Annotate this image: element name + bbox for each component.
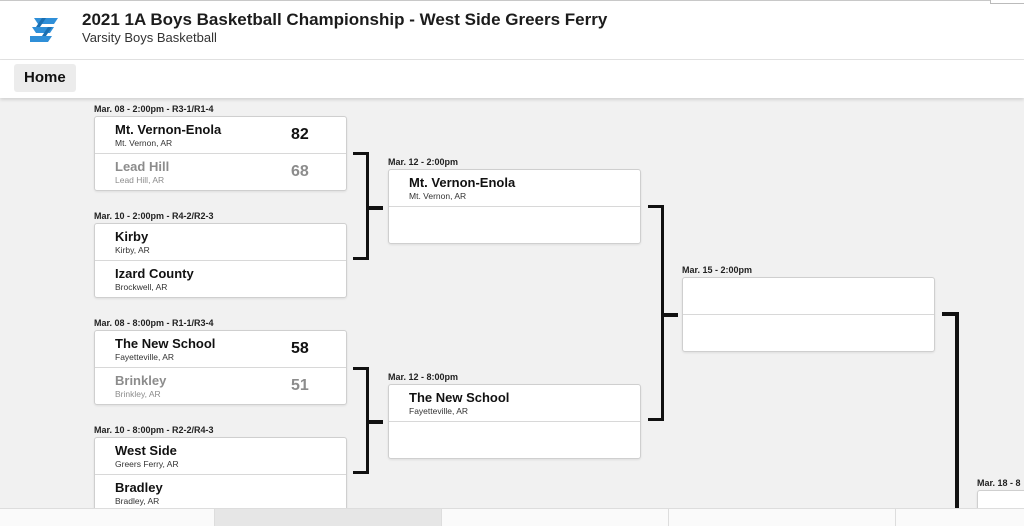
game-label: Mar. 10 - 2:00pm - R4-2/R2-3 — [94, 211, 214, 221]
team-location: Fayetteville, AR — [409, 406, 469, 416]
team-location: Mt. Vernon, AR — [409, 191, 467, 201]
team-name: The New School — [409, 390, 510, 405]
team-slot-bottom[interactable] — [389, 422, 640, 459]
game-label: Mar. 18 - 8 — [977, 478, 1021, 488]
footer-segment[interactable] — [442, 509, 669, 526]
team-slot-bottom[interactable]: Bradley Bradley, AR — [95, 475, 346, 512]
team-name: Mt. Vernon-Enola — [409, 175, 516, 190]
footer-segment[interactable] — [896, 509, 1024, 526]
footer-bar — [0, 508, 1024, 526]
footer-segment[interactable] — [669, 509, 896, 526]
team-slot-bottom[interactable] — [683, 315, 934, 352]
team-slot-top[interactable]: The New School Fayetteville, AR 58 — [95, 331, 346, 368]
matchup-card[interactable]: The New School Fayetteville, AR — [388, 384, 641, 459]
team-slot-top[interactable]: Mt. Vernon-Enola Mt. Vernon, AR 82 — [95, 117, 346, 154]
nav-bar: Home — [0, 60, 1024, 98]
team-location: Lead Hill, AR — [115, 175, 165, 185]
team-slot-top[interactable]: The New School Fayetteville, AR — [389, 385, 640, 422]
team-name: Izard County — [115, 266, 194, 281]
team-name: Mt. Vernon-Enola — [115, 122, 222, 137]
bracket-connector — [955, 312, 959, 508]
bracket-connector — [648, 205, 664, 421]
team-slot-bottom[interactable]: Lead Hill Lead Hill, AR 68 — [95, 154, 346, 191]
team-slot-bottom[interactable] — [389, 207, 640, 244]
game-label: Mar. 12 - 2:00pm — [388, 157, 459, 167]
bracket-connector-stub — [369, 420, 383, 424]
team-location: Mt. Vernon, AR — [115, 138, 173, 148]
page-subtitle: Varsity Boys Basketball — [82, 30, 217, 45]
team-slot-top[interactable]: Kirby Kirby, AR — [95, 224, 346, 261]
matchup-card[interactable]: Mt. Vernon-Enola Mt. Vernon, AR 82 Lead … — [94, 116, 347, 191]
team-location: Greers Ferry, AR — [115, 459, 179, 469]
app-header: 2021 1A Boys Basketball Championship - W… — [0, 0, 1024, 60]
game-label: Mar. 10 - 8:00pm - R2-2/R4-3 — [94, 425, 214, 435]
game-label: Mar. 08 - 8:00pm - R1-1/R3-4 — [94, 318, 214, 328]
team-name: Brinkley — [115, 373, 167, 388]
team-score: 58 — [291, 340, 309, 357]
bracket-connector-stub — [664, 313, 678, 317]
tab-home[interactable]: Home — [14, 64, 76, 92]
matchup-card[interactable] — [682, 277, 935, 352]
team-score: 51 — [291, 377, 309, 394]
bracket-connector-stub — [369, 206, 383, 210]
brand-logo-icon — [30, 18, 58, 42]
team-name: Lead Hill — [115, 159, 170, 174]
game-label: Mar. 08 - 2:00pm - R3-1/R1-4 — [94, 104, 214, 114]
game-label: Mar. 15 - 2:00pm — [682, 265, 753, 275]
team-name: Bradley — [115, 480, 163, 495]
team-slot-bottom[interactable]: Izard County Brockwell, AR — [95, 261, 346, 298]
team-score: 82 — [291, 126, 309, 143]
team-name: The New School — [115, 336, 216, 351]
game-label: Mar. 12 - 8:00pm — [388, 372, 459, 382]
team-location: Fayetteville, AR — [115, 352, 175, 362]
matchup-card[interactable]: Kirby Kirby, AR Izard County Brockwell, … — [94, 223, 347, 298]
team-score: 68 — [291, 163, 309, 180]
matchup-card[interactable]: Mt. Vernon-Enola Mt. Vernon, AR — [388, 169, 641, 244]
team-location: Kirby, AR — [115, 245, 150, 255]
bracket-connector-stub — [942, 312, 958, 316]
footer-segment[interactable] — [0, 509, 215, 526]
corner-selection — [990, 0, 1024, 4]
team-slot-bottom[interactable]: Brinkley Brinkley, AR 51 — [95, 368, 346, 405]
team-slot-top[interactable]: West Side Greers Ferry, AR — [95, 438, 346, 475]
team-name: Kirby — [115, 229, 149, 244]
page-title: 2021 1A Boys Basketball Championship - W… — [82, 10, 608, 29]
team-location: Bradley, AR — [115, 496, 160, 506]
team-name: West Side — [115, 443, 177, 458]
bracket-connector — [353, 152, 369, 260]
team-slot-top[interactable]: Mt. Vernon-Enola Mt. Vernon, AR — [389, 170, 640, 207]
top-divider — [0, 0, 990, 1]
bracket-connector — [353, 367, 369, 474]
footer-segment-active[interactable] — [215, 509, 442, 526]
matchup-card[interactable]: The New School Fayetteville, AR 58 Brink… — [94, 330, 347, 405]
team-location: Brockwell, AR — [115, 282, 168, 292]
team-slot-top[interactable] — [683, 278, 934, 315]
matchup-card[interactable]: West Side Greers Ferry, AR Bradley Bradl… — [94, 437, 347, 512]
team-location: Brinkley, AR — [115, 389, 161, 399]
